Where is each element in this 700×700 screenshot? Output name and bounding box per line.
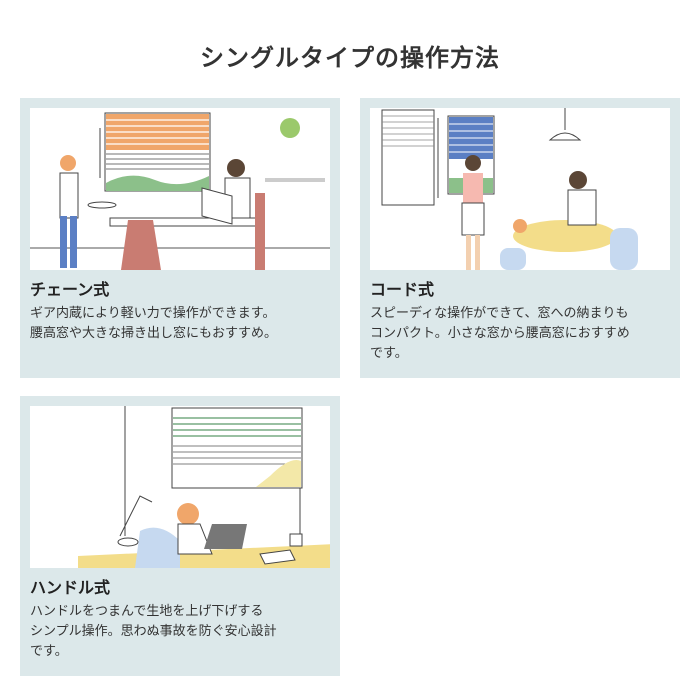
handle-type-illustration — [30, 406, 330, 568]
card-description: スピーディな操作ができて、窓への納まりも コンパクト。小さな窓から腰高窓におすす… — [370, 304, 675, 364]
chain-type-card: チェーン式 ギア内蔵により軽い力で操作ができます。 腰高窓や大きな掃き出し窓にも… — [20, 98, 340, 378]
man-figure — [201, 159, 265, 270]
pleated-blind — [106, 114, 209, 191]
description-line: です。 — [30, 644, 68, 659]
card-description: ハンドルをつまんで生地を上げ下げする シンプル操作。思わぬ事故を防ぐ安心設計 で… — [30, 602, 335, 662]
person-figure — [177, 503, 213, 555]
description-line: スピーディな操作ができて、窓への納まりも — [370, 306, 629, 321]
handle-type-card: ハンドル式 ハンドルをつまんで生地を上げ下げする シンプル操作。思わぬ事故を防ぐ… — [20, 396, 340, 676]
card-title: ハンドル式 — [30, 578, 111, 597]
card-description: ギア内蔵により軽い力で操作ができます。 腰高窓や大きな掃き出し窓にもおすすめ。 — [30, 304, 335, 344]
pleated-blind — [173, 417, 301, 487]
man-figure — [567, 171, 597, 226]
description-line: コンパクト。小さな窓から腰高窓におすすめ — [370, 326, 630, 341]
page-title: シングルタイプの操作方法 — [200, 44, 500, 72]
description-line: 腰高窓や大きな掃き出し窓にもおすすめ。 — [30, 326, 278, 341]
description-line: ハンドルをつまんで生地を上げ下げする — [30, 604, 264, 619]
woman-figure — [59, 155, 117, 268]
description-line: シンプル操作。思わぬ事故を防ぐ安心設計 — [30, 624, 277, 639]
chain-type-illustration — [30, 108, 330, 270]
woman-figure — [461, 155, 485, 270]
cord-type-illustration — [370, 108, 670, 270]
cord-type-card: コード式 スピーディな操作ができて、窓への納まりも コンパクト。小さな窓から腰高… — [360, 98, 680, 378]
description-line: です。 — [370, 346, 408, 361]
card-title: チェーン式 — [30, 280, 110, 299]
description-line: ギア内蔵により軽い力で操作ができます。 — [30, 306, 276, 321]
card-title: コード式 — [370, 280, 435, 299]
